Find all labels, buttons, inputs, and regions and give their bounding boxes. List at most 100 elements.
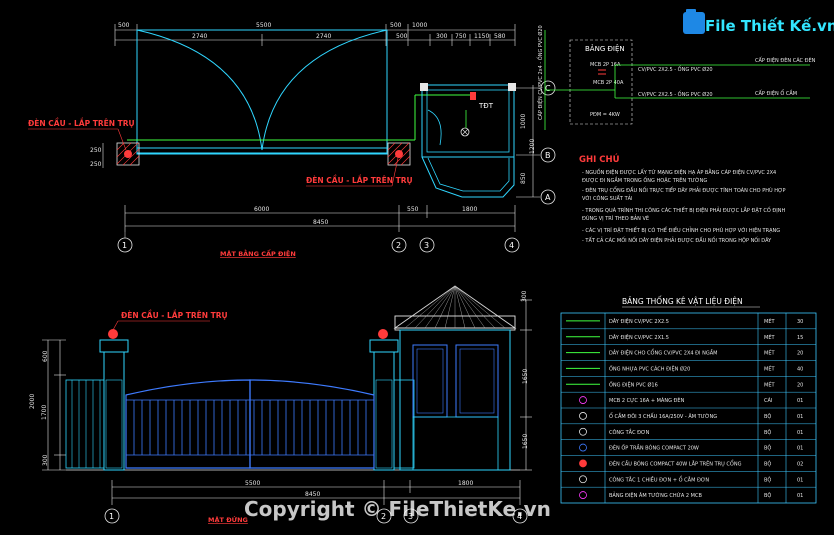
elev-dim-right-1: 300 (521, 290, 528, 302)
elevation-view: 600 2000 1700 300 (29, 285, 532, 524)
material-unit: BỘ (764, 445, 771, 452)
material-unit: BỘ (764, 413, 771, 420)
material-unit: BỘ (764, 492, 771, 499)
note-6: ĐÚNG VỊ TRÍ THEO BẢN VẼ (582, 214, 649, 222)
material-desc: ỐNG ĐIỆN PVC Ø16 (609, 380, 658, 388)
electrical-plan: 500 5500 2740 2740 500 500 1000 300 750 … (28, 22, 556, 258)
material-unit: MÉT (764, 349, 775, 357)
logo-text: File Thiết Kế.vn (705, 16, 834, 35)
panel-diagram: CÁP ĐIỆN CV/PVC 2x4 - ỐNG PVC Ø20 BẢNG Đ… (536, 25, 816, 130)
axis-x-1: 1 (122, 241, 127, 250)
dim-top-6: 500 (396, 33, 408, 40)
material-symbol (579, 412, 587, 420)
material-qty: 20 (797, 351, 803, 357)
material-symbol (579, 459, 587, 468)
material-desc: DÂY ĐIỆN CV/PVC 2X1.5 (609, 333, 669, 341)
axis-y-c: C (545, 84, 551, 93)
elev-dim-bottom-2: 1800 (458, 480, 473, 487)
material-desc: ĐÈN ỐP TRẦN BÓNG COMPACT 20W (609, 444, 699, 452)
notes-block: GHI CHÚ - NGUỒN ĐIỆN ĐƯỢC LẤY TỪ MẠNG ĐI… (579, 153, 786, 244)
material-desc: ỐNG NHỰA PVC CÁCH ĐIỆN Ø20 (609, 364, 690, 372)
panel-main-breaker: MCB 2P 40A (593, 80, 624, 86)
elev-lamp-label: ĐÈN CẦU - LẮP TRÊN TRỤ (121, 310, 228, 320)
material-qty: 01 (797, 493, 803, 499)
note-4: VỚI CÔNG SUẤT TẢI (582, 194, 633, 202)
fence-left (65, 379, 105, 469)
dim-top-4: 2740 (316, 33, 331, 40)
panel-load-1: CẤP ĐIỆN ĐÈN CÁC ĐÈN (755, 56, 816, 64)
dim-side-3: 1000 (520, 114, 527, 129)
panel-load-2: CẤP ĐIỆN Ổ CẮM (755, 89, 797, 97)
note-1: - NGUỒN ĐIỆN ĐƯỢC LẤY TỪ MẠNG ĐIỆN HẠ ÁP… (582, 167, 776, 176)
material-qty: 40 (797, 366, 803, 372)
axis-x-3: 3 (424, 241, 429, 250)
panel-line-2: CV/PVC 2X2.5 - ỐNG PVC Ø20 (638, 90, 713, 98)
plan-caption: MẶT BẰNG CẤP ĐIỆN (220, 248, 296, 258)
note-2: ĐƯỢC ĐI NGẦM TRONG ỐNG HOẶC TRÊN TƯỜNG (582, 176, 707, 184)
material-desc: CÔNG TẮC 1 CHIỀU ĐƠN + Ổ CẮM ĐƠN (609, 475, 709, 483)
gate-lamp-icon-elev-right (378, 329, 388, 339)
panel-rating: PĐM = 4KW (590, 112, 620, 118)
material-desc: ĐÈN CẦU BÓNG COMPACT 40W LẮP TRÊN TRỤ CỔ… (609, 459, 742, 467)
dim-side-4: 1200 (529, 139, 536, 154)
dim-top-5: 500 (390, 22, 402, 29)
dim-top-10: 1150 (474, 33, 489, 40)
gate-leaves-elevation (125, 379, 375, 469)
material-qty: 30 (797, 319, 803, 325)
dim-bottom-3: 1800 (462, 206, 477, 213)
elev-dim-bottom-3: 8450 (305, 491, 320, 498)
ceiling-lamp-icon (460, 127, 470, 137)
gate-lamp-icon-left (124, 150, 132, 158)
watermark: File Thiết Kế.vn Copyright © FileThietKe… (244, 9, 834, 521)
material-symbol (579, 427, 587, 436)
panel-title: BẢNG ĐIỆN (585, 44, 625, 53)
dim-bottom-4: 8450 (313, 219, 328, 226)
note-8: - TẤT CẢ CÁC MỐI NỐI DÂY ĐIỆN PHẢI ĐƯỢC … (582, 236, 772, 244)
elev-dim-left-3: 1700 (41, 405, 48, 420)
dim-top-11: 580 (494, 33, 506, 40)
material-unit: MÉT (764, 333, 775, 341)
dim-side-5: 850 (520, 172, 527, 184)
material-qty: 01 (797, 446, 803, 452)
material-unit: BỘ (764, 476, 771, 483)
dim-top-7: 1000 (412, 22, 427, 29)
gate-swing-arc-left (136, 29, 263, 151)
elev-axis-4: 4 (517, 512, 522, 521)
materials-title: BẢNG THỐNG KÊ VẬT LIỆU ĐIỆN (622, 296, 743, 306)
logo-folder-icon (683, 12, 705, 34)
gate-lamp-icon-elev-left (108, 329, 118, 339)
material-desc: DÂY ĐIỆN CV/PVC 2X2.5 (609, 317, 669, 325)
elev-axis-2: 2 (381, 512, 386, 521)
material-symbol (579, 491, 587, 499)
materials-table: BẢNG THỐNG KÊ VẬT LIỆU ĐIỆN DÂY ĐIỆN CV/… (560, 296, 817, 504)
panel-breaker: MCB 2P 16A (590, 62, 621, 68)
material-symbol (579, 443, 587, 452)
dim-top-3: 2740 (192, 33, 207, 40)
dim-bottom-1: 6000 (254, 206, 269, 213)
material-qty: 01 (797, 430, 803, 436)
material-unit: MÉT (764, 364, 775, 372)
axis-x-4: 4 (509, 241, 514, 250)
fence-right (393, 379, 415, 469)
note-5: - TRONG QUÁ TRÌNH THI CÔNG CÁC THIẾT BỊ … (582, 206, 786, 214)
dim-top-9: 750 (455, 33, 467, 40)
gate-swing-arc-right (261, 29, 388, 151)
axis-x-2: 2 (396, 241, 401, 250)
dim-top-8: 300 (436, 33, 448, 40)
panel-cable-label: CÁP ĐIỆN CV/PVC 2x4 - ỐNG PVC Ø20 (536, 25, 544, 120)
material-qty: 15 (797, 335, 803, 341)
material-qty: 01 (797, 477, 803, 483)
dim-side-1: 250 (90, 147, 102, 154)
gate-leaves-plan (136, 147, 388, 154)
gate-lamp-icon-right (395, 150, 403, 158)
elev-dim-left-2: 2000 (29, 394, 36, 409)
material-unit: CÁI (764, 397, 772, 404)
panel-box-icon (470, 92, 476, 100)
note-7: - CÁC VỊ TRÍ ĐẶT THIẾT BỊ CÓ THỂ ĐIỀU CH… (582, 226, 780, 234)
dim-bottom-2: 550 (407, 206, 419, 213)
note-3: - ĐÈN TRỤ CỔNG ĐẤU NỐI TRỰC TIẾP DÂY PHẢ… (582, 186, 786, 194)
axis-y-b: B (545, 151, 551, 160)
elev-dim-left-4: 300 (42, 454, 49, 466)
copyright-watermark: Copyright © FileThietKe.vn (244, 497, 551, 521)
material-unit: MÉT (764, 317, 775, 325)
